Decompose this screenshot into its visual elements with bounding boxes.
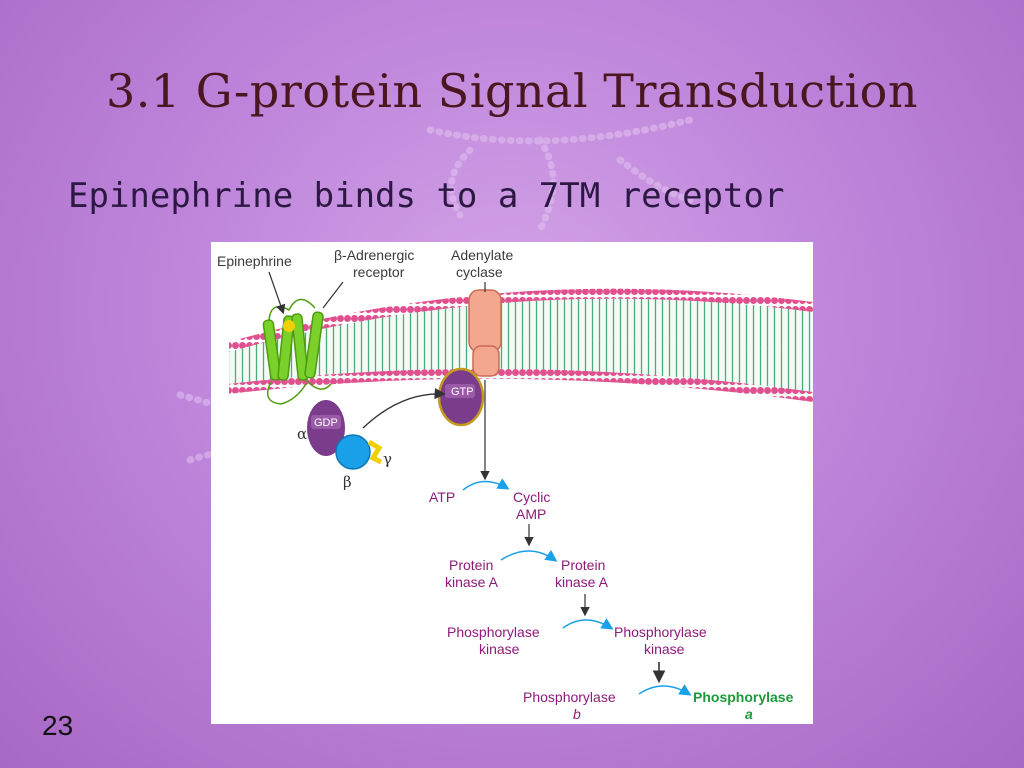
receptor-pointer xyxy=(322,281,344,309)
g-protein-trimer: GDP α β γ xyxy=(297,400,392,491)
cyclase-label-line1: Adenylate xyxy=(451,247,513,263)
cell-membrane xyxy=(229,288,813,402)
receptor-label-line2: receptor xyxy=(353,264,405,280)
pka-out-label-line1: Protein xyxy=(561,557,605,573)
atp-camp-arrow xyxy=(462,478,510,491)
pka-in-label-line1: Protein xyxy=(449,557,493,573)
g-alpha-gtp-complex: GTP xyxy=(437,367,485,427)
alpha-label: α xyxy=(297,425,307,443)
slide-title: 3.1 G-protein Signal Transduction xyxy=(106,64,918,118)
phosphorylase-b-label-line2: b xyxy=(573,706,581,722)
beta-label: β xyxy=(343,473,352,491)
epinephrine-label: Epinephrine xyxy=(217,253,292,269)
epinephrine-ligand xyxy=(283,320,295,332)
pka-out-label-line2: kinase A xyxy=(555,574,609,590)
receptor-label-line1: β-Adrenergic xyxy=(334,247,414,263)
page-number: 23 xyxy=(42,710,74,741)
activation-arrow xyxy=(362,388,446,429)
phosphorylase-arrow xyxy=(638,684,692,696)
gtp-label: GTP xyxy=(451,386,474,398)
adenylate-cyclase xyxy=(468,289,502,377)
epinephrine-pointer xyxy=(268,271,286,315)
slide-subtitle: Epinephrine binds to a 7TM receptor xyxy=(68,176,785,216)
pka-arrow xyxy=(500,549,558,562)
phk-arrow xyxy=(562,618,614,630)
phk-out-label-line2: kinase xyxy=(644,641,685,657)
gamma-label: γ xyxy=(383,450,392,468)
signal-transduction-figure: GTP GDP α β γ Epinephrine β-Adrenergic r… xyxy=(211,242,813,724)
phk-out-label-line1: Phosphorylase xyxy=(614,624,707,640)
phk-in-label-line2: kinase xyxy=(479,641,520,657)
beta-adrenergic-receptor xyxy=(262,298,332,405)
phosphorylase-b-label-line1: Phosphorylase xyxy=(523,689,616,705)
camp-label-line2: AMP xyxy=(516,506,546,522)
phosphorylase-a-label-line2: a xyxy=(745,706,753,722)
gdp-label: GDP xyxy=(314,417,338,429)
phosphorylase-a-label-line1: Phosphorylase xyxy=(693,689,794,705)
camp-label-line1: Cyclic xyxy=(513,489,550,505)
atp-label: ATP xyxy=(429,489,455,505)
phk-in-label-line1: Phosphorylase xyxy=(447,624,540,640)
cyclase-label-line2: cyclase xyxy=(456,264,503,280)
pka-in-label-line2: kinase A xyxy=(445,574,499,590)
figure-svg: GTP GDP α β γ Epinephrine β-Adrenergic r… xyxy=(217,247,813,722)
